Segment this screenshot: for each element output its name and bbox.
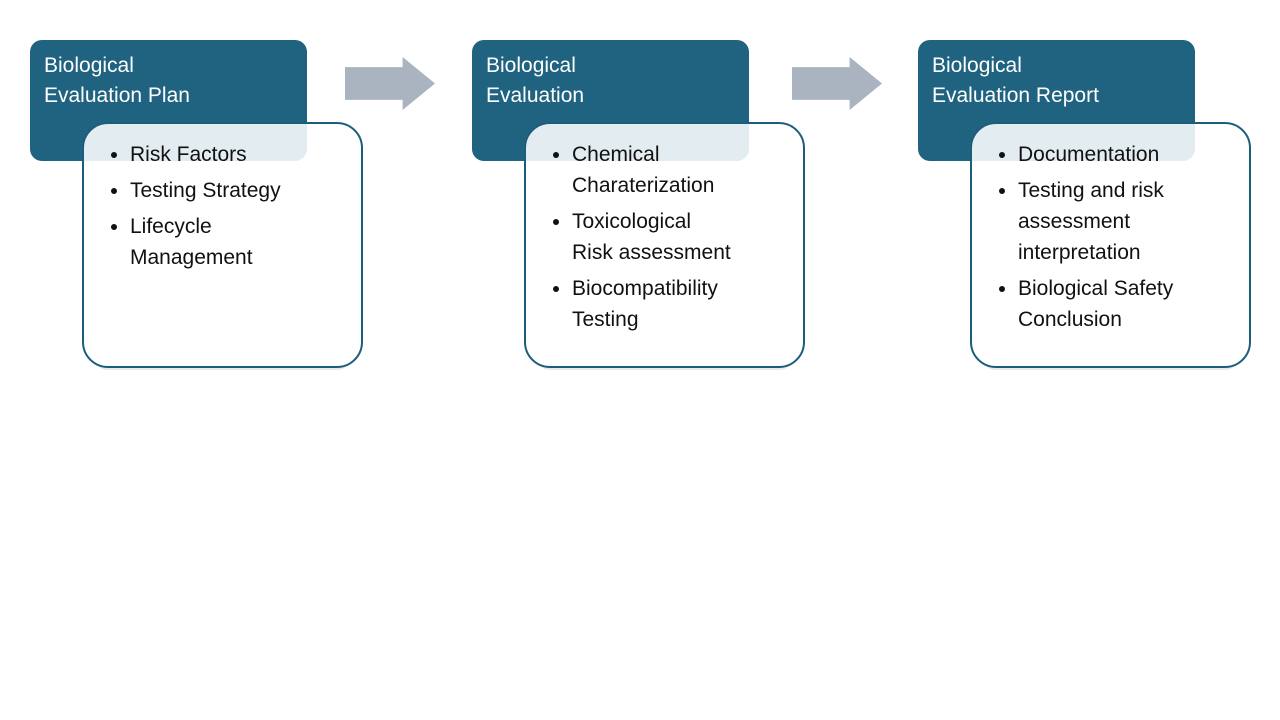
bullet-item: Testing Strategy <box>130 175 357 206</box>
bullet-list: Documentation Testing and risk assessmen… <box>972 124 1249 335</box>
bullet-item: Biocompatibility Testing <box>572 273 799 335</box>
bullet-list: Chemical Charaterization Toxicological R… <box>526 124 803 335</box>
stage-biological-evaluation-plan: Biological Evaluation Plan Risk Factors … <box>30 40 370 372</box>
bullet-item: Documentation <box>1018 139 1245 170</box>
stage-content-box: Documentation Testing and risk assessmen… <box>970 122 1251 368</box>
stage-content-box: Chemical Charaterization Toxicological R… <box>524 122 805 368</box>
bullet-item: Toxicological Risk assessment <box>572 206 799 268</box>
stage-biological-evaluation-report: Biological Evaluation Report Documentati… <box>918 40 1258 372</box>
stage-biological-evaluation: Biological Evaluation Chemical Charateri… <box>472 40 812 372</box>
bullet-item: Risk Factors <box>130 139 357 170</box>
stage-title: Biological Evaluation <box>486 54 585 107</box>
stage-content-box: Risk Factors Testing Strategy Lifecycle … <box>82 122 363 368</box>
stage-title: Biological Evaluation Plan <box>44 54 190 107</box>
bullet-item: Lifecycle Management <box>130 211 357 273</box>
bullet-item: Biological Safety Conclusion <box>1018 273 1245 335</box>
bullet-item: Chemical Charaterization <box>572 139 799 201</box>
bullet-item: Testing and risk assessment interpretati… <box>1018 175 1245 268</box>
stage-title: Biological Evaluation Report <box>932 54 1099 107</box>
bullet-list: Risk Factors Testing Strategy Lifecycle … <box>84 124 361 273</box>
